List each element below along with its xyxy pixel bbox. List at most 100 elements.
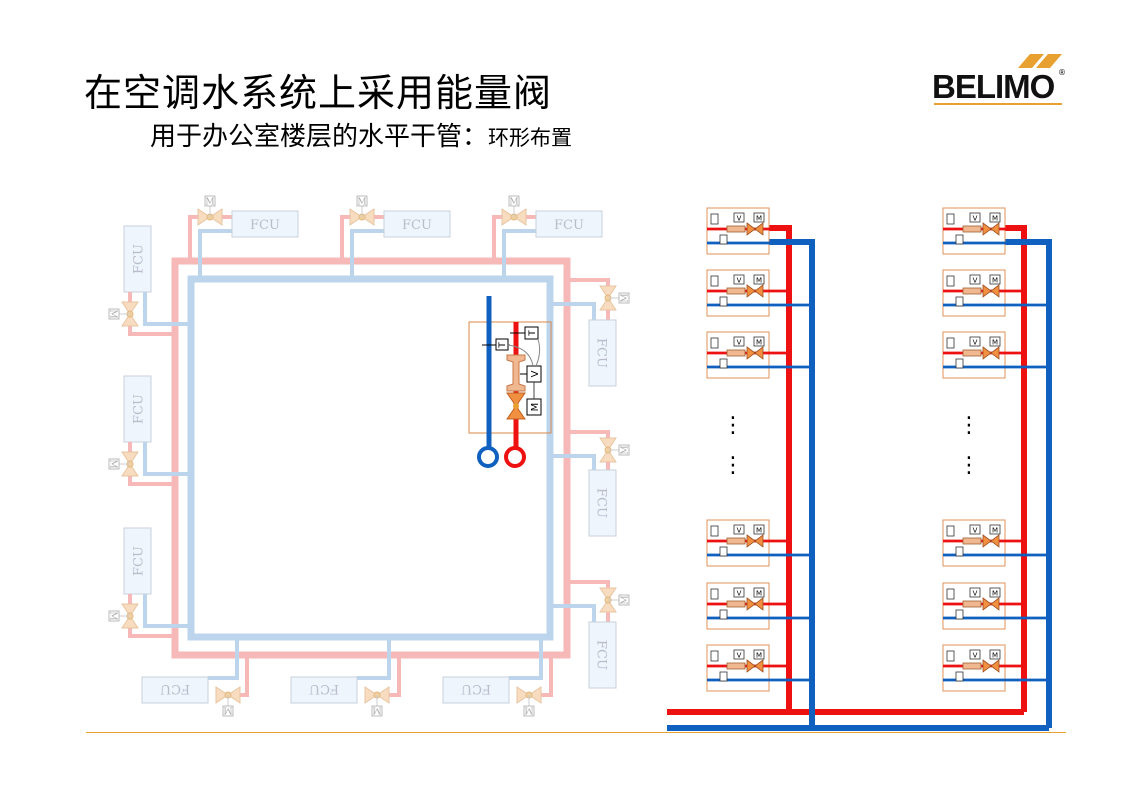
fcu-return-branch <box>143 292 191 326</box>
belimo-logo: BELIMO ® <box>930 52 1070 107</box>
control-valve-top-3: M <box>501 195 527 226</box>
fcu-unit-bottom-1: FCU <box>141 676 209 704</box>
valve-body-left <box>215 686 229 704</box>
module-flow-sensor <box>969 212 981 223</box>
valve-body-right <box>361 208 375 226</box>
module-flow-label: V <box>737 277 742 285</box>
actuator-label: M <box>223 705 232 715</box>
module-temp-sensor <box>946 588 955 600</box>
module-flow-meter <box>726 225 746 233</box>
return-connection-port <box>477 446 499 468</box>
module-valve <box>990 222 1000 236</box>
fcu-box <box>231 210 299 238</box>
fcu-label: FCU <box>594 488 609 518</box>
signal-wire <box>535 338 541 367</box>
fcu-unit-left-3: FCU <box>123 527 152 595</box>
control-valve-bottom-2: M <box>364 686 390 717</box>
valve-body-bottom <box>599 599 617 613</box>
fcu-return-branch <box>143 594 191 628</box>
module-flow-sensor <box>733 524 745 535</box>
module-valve <box>754 597 764 611</box>
fcu-label: FCU <box>250 218 280 233</box>
valve-body-right <box>227 686 241 704</box>
valve-body-right <box>528 686 542 704</box>
module-valve <box>990 659 1000 673</box>
fcu-unit-right-2: FCU <box>588 469 617 537</box>
actuator-label: M <box>108 459 118 468</box>
logo-registered-mark: ® <box>1058 68 1066 77</box>
valve-body-top <box>121 301 139 315</box>
valve-body-left <box>516 686 530 704</box>
module-flow-label: V <box>973 277 978 285</box>
module-flow-meter <box>962 537 982 545</box>
module-temp-sensor <box>955 358 964 369</box>
valve-body-top <box>599 587 617 601</box>
module-temp-sensor <box>719 296 728 307</box>
module-flow-sensor <box>969 274 981 285</box>
control-valve-left-2: M <box>108 451 139 477</box>
footer-divider <box>86 732 1066 733</box>
fcu-supply-branch <box>371 655 401 697</box>
valve-body-left <box>364 686 378 704</box>
module-valve <box>982 222 992 236</box>
actuator-label: M <box>621 293 631 302</box>
temp-sensor-return-label: T <box>498 342 508 349</box>
flow-sensor-label: V <box>530 370 541 377</box>
module-temp-sensor <box>719 546 728 557</box>
supply-connection-port <box>504 446 526 468</box>
valve-body-bottom <box>121 313 139 327</box>
fcu-supply-branch <box>188 215 232 261</box>
module-temp-sensor <box>719 358 728 369</box>
module-actuator-label: M <box>992 215 998 223</box>
module-flow-sensor <box>733 649 745 660</box>
module-actuator <box>989 274 1001 285</box>
module-temp-sensor <box>719 234 728 245</box>
actuator-box <box>618 594 630 606</box>
fcu-return-branch <box>198 229 242 279</box>
module-valve <box>982 346 992 360</box>
module-flow-sensor <box>733 274 745 285</box>
module-flow-meter <box>962 349 982 357</box>
floor-ellipsis: ⋮ <box>722 453 744 478</box>
module-flow-meter <box>726 349 746 357</box>
module-valve <box>754 346 764 360</box>
control-valve-right-3: M <box>599 587 631 613</box>
valve-body-bottom <box>599 449 617 463</box>
subtitle-tail: 环形布置 <box>488 126 573 150</box>
fcu-box <box>588 469 617 537</box>
module-valve <box>982 659 992 673</box>
control-valve-right-2: M <box>599 437 631 463</box>
module-actuator <box>989 587 1001 598</box>
fcu-unit-top-3: FCU <box>535 210 603 238</box>
fcu-return-branch <box>357 637 391 680</box>
fcu-unit-bottom-3: FCU <box>442 676 510 704</box>
fcu-return-branch <box>550 454 596 470</box>
floor-ellipsis: ⋮ <box>958 453 980 478</box>
module-temp-sensor <box>719 671 728 682</box>
fcu-label: FCU <box>594 338 609 368</box>
module-temp-sensor <box>710 337 719 349</box>
module-valve <box>990 284 1000 298</box>
logo-text: BELIMO <box>932 68 1055 105</box>
module-flow-label: V <box>973 215 978 223</box>
module-valve <box>982 597 992 611</box>
floor-ellipsis: ⋮ <box>722 413 744 438</box>
fcu-return-branch <box>350 229 394 279</box>
fcu-return-branch <box>550 604 596 622</box>
module-actuator-label: M <box>756 590 762 598</box>
fcu-box <box>588 319 617 387</box>
fcu-box <box>383 210 451 238</box>
actuator-box <box>356 195 368 207</box>
fcu-box <box>535 210 603 238</box>
fcu-label: FCU <box>554 218 584 233</box>
actuator-box <box>371 705 383 717</box>
fcu-supply-branch <box>128 292 175 336</box>
module-actuator <box>753 587 765 598</box>
actuator-label: M <box>205 198 214 208</box>
